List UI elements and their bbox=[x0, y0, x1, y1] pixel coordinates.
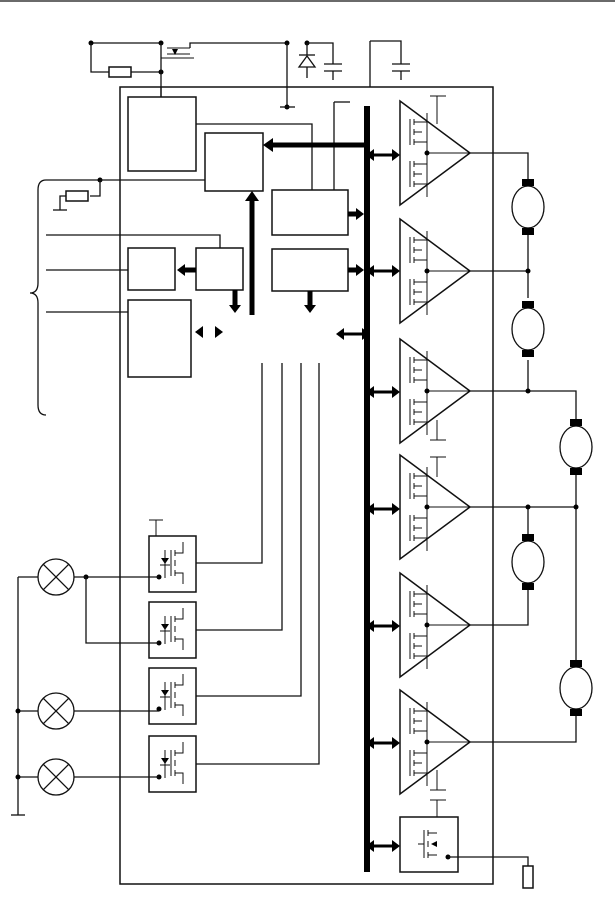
high-side-switch bbox=[148, 519, 197, 793]
lamp-wiring bbox=[11, 574, 159, 816]
driver-rails bbox=[430, 95, 446, 791]
low-side-switch bbox=[399, 799, 534, 889]
motor-wiring bbox=[470, 152, 579, 743]
input-brace bbox=[29, 177, 221, 416]
internal-arrows bbox=[177, 138, 364, 338]
motor bbox=[511, 178, 593, 717]
lamp bbox=[37, 558, 75, 796]
supply-network bbox=[88, 40, 410, 110]
switch-control-lines bbox=[196, 363, 320, 765]
